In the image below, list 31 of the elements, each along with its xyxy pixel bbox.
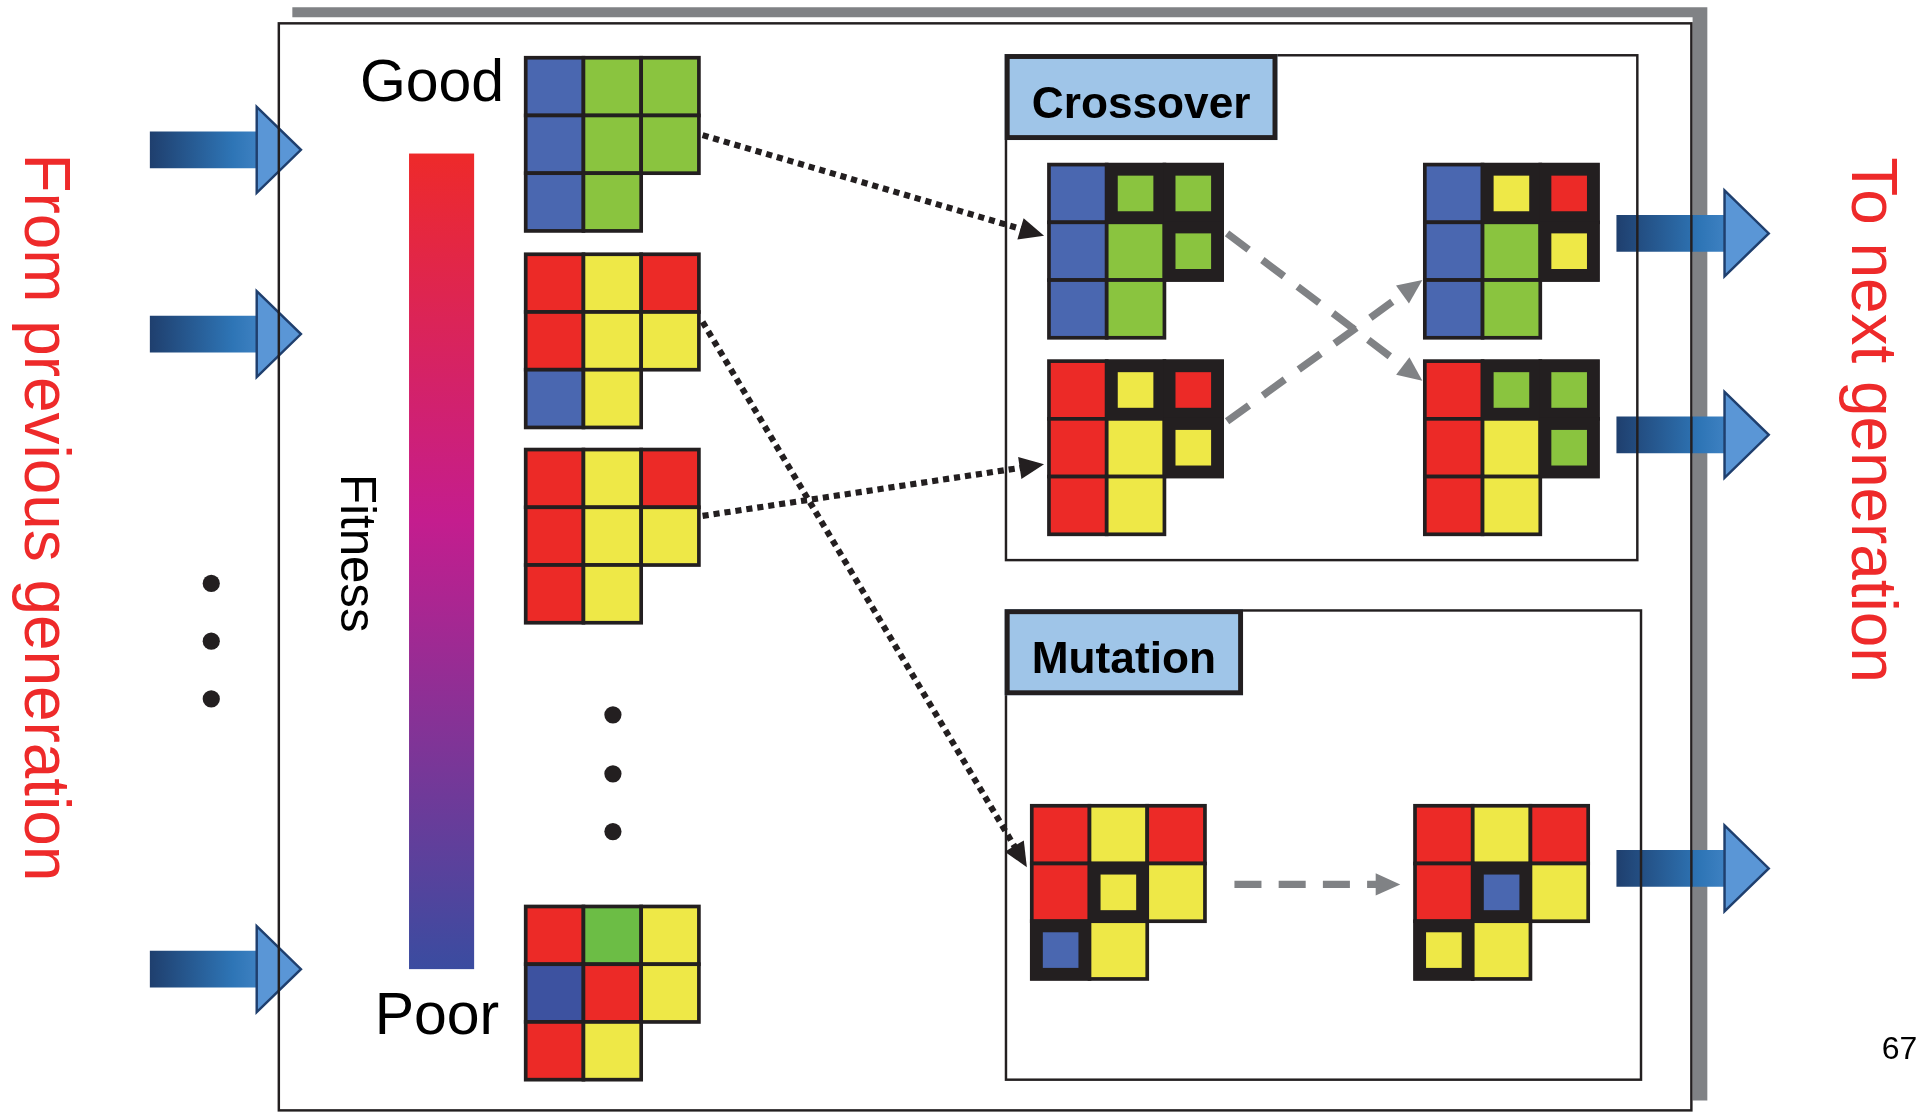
chromosome-grid-drawing: [523, 55, 702, 234]
side-caption: From previous generation: [14, 153, 79, 882]
block-arrow: [149, 924, 303, 1014]
block-arrow: [1616, 824, 1770, 913]
operator-panel: [1004, 54, 1639, 562]
chromosome-grid-drawing: [1029, 803, 1208, 982]
chromosome-grid-drawing: [1046, 358, 1225, 537]
chromosome-grid-drawing: [1422, 358, 1601, 537]
arrow: [699, 320, 1027, 868]
chromosome-grid-drawing: [1412, 803, 1591, 982]
panel-header: Mutation: [1004, 609, 1243, 695]
chromosome-grid-drawing: [523, 251, 702, 430]
chromosome-grid-drawing: [523, 904, 702, 1083]
chromosome-grid-drawing: [523, 447, 702, 626]
chromosome-grid-drawing: [1422, 162, 1601, 341]
arrow: [1224, 230, 1423, 381]
arrow: [702, 457, 1045, 519]
panel-header: Crossover: [1004, 54, 1278, 140]
scale-label: Good: [359, 51, 505, 111]
fitness-gradient-bar: [409, 153, 475, 970]
page-number: 67: [1881, 1031, 1918, 1064]
block-arrow: [149, 105, 303, 195]
arrow: [1224, 280, 1423, 425]
axis-label: Fitness: [334, 474, 384, 633]
scale-label: Poor: [374, 985, 500, 1045]
arrow: [701, 132, 1045, 240]
block-arrow: [1616, 390, 1770, 480]
block-arrow: [1616, 189, 1770, 278]
operator-panel: [1004, 609, 1643, 1081]
block-arrow: [149, 289, 303, 379]
chromosome-grid-drawing: [1046, 162, 1225, 341]
